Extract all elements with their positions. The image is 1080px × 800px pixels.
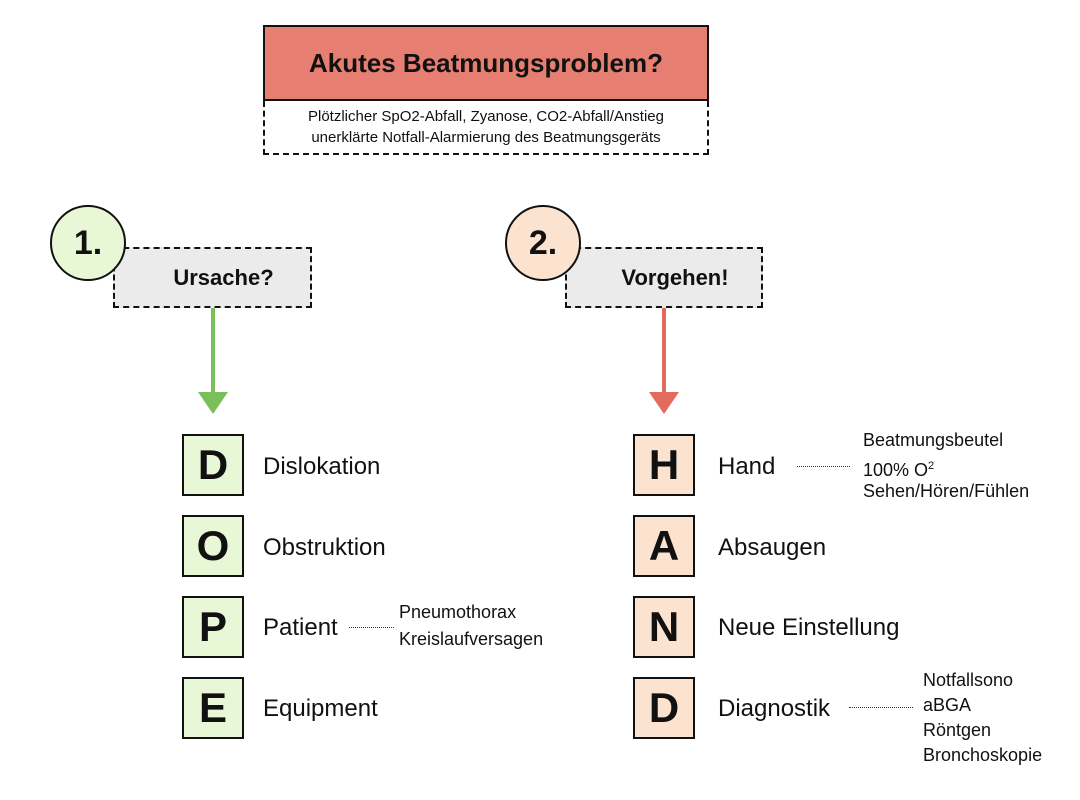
note-bronchoskopie: Bronchoskopie [923,745,1043,765]
subtitle-line-1: Plötzlicher SpO2-Abfall, Zyanose, CO2-Ab… [308,108,664,125]
subtitle-line-2: unerklärte Notfall-Alarmierung des Beatm… [311,129,661,146]
step2-question: Vorgehen! [621,264,729,290]
tile-letter: A [648,522,680,569]
label-diagnostik: Diagnostik [718,695,831,722]
step1-question: Ursache? [173,264,274,290]
step2-number: 2. [528,223,558,262]
label-neue-einstellung: Neue Einstellung [718,614,900,641]
tile-h: H [633,434,695,496]
label-obstruktion: Obstruktion [263,534,386,561]
note-notfallsono: Notfallsono [923,670,1014,690]
tile-n: N [633,596,695,658]
header-title: Akutes Beatmungsproblem? [263,25,709,101]
step2-arrow-icon [649,308,679,414]
step1-number: 1. [73,223,103,262]
tile-a: A [633,515,695,577]
note-sehen-hoeren-fuehlen: Sehen/Hören/Fühlen [863,481,1030,501]
label-absaugen: Absaugen [718,534,827,561]
tile-d: D [182,434,244,496]
note-o2-sup: 2 [928,460,935,472]
step1-question-box: Ursache? [113,247,312,308]
note-o2: 100% O2 [863,454,934,483]
step2-question-box: Vorgehen! [565,247,763,308]
tile-letter: P [198,603,227,650]
tile-letter: H [648,441,680,488]
note-o2-text: 100% O [863,460,929,480]
step1-arrow-head [198,392,228,414]
note-roentgen: Röntgen [923,720,992,740]
step1-arrow-icon [198,308,228,414]
header-subtitle: Plötzlicher SpO2-Abfall, Zyanose, CO2-Ab… [263,101,709,155]
tile-letter: E [198,684,227,731]
tile-d2: D [633,677,695,739]
note-kreislaufversagen: Kreislaufversagen [399,629,544,649]
tile-letter: D [197,441,229,488]
diagnostik-connector [849,707,913,708]
tile-o: O [182,515,244,577]
note-abga: aBGA [923,695,972,715]
step2-arrow-head [649,392,679,414]
label-dislokation: Dislokation [263,453,381,480]
tile-p: P [182,596,244,658]
step1-number-circle: 1. [50,205,126,281]
hand-connector [797,466,850,467]
step2-number-circle: 2. [505,205,581,281]
label-patient: Patient [263,614,338,641]
label-hand: Hand [718,453,776,480]
note-beatmungsbeutel: Beatmungsbeutel [863,430,1004,450]
tile-letter: D [648,684,680,731]
tile-e: E [182,677,244,739]
label-equipment: Equipment [263,695,378,722]
patient-connector [349,627,394,628]
note-pneumothorax: Pneumothorax [399,602,517,622]
tile-letter: O [196,522,230,569]
tile-letter: N [648,603,680,650]
